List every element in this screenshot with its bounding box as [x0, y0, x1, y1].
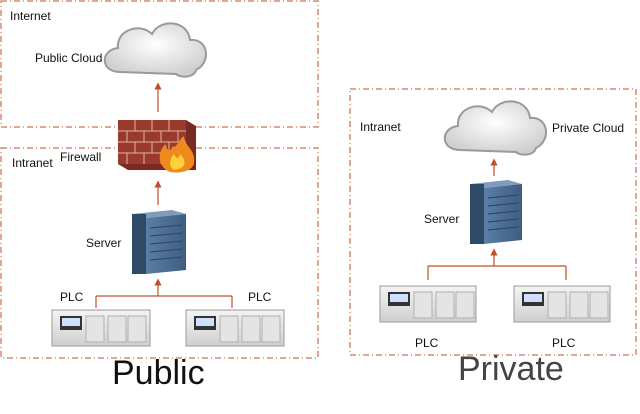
- private-plc-left-label: PLC: [415, 336, 439, 350]
- firewall-icon: [118, 120, 196, 173]
- private-cloud-icon: [443, 100, 547, 156]
- private-server-label: Server: [424, 212, 460, 226]
- private-plc-right-icon: [513, 285, 611, 323]
- private-plc-bus: [427, 248, 567, 280]
- firewall-label: Firewall: [60, 150, 102, 164]
- public-plc-left-icon: [51, 309, 151, 347]
- private-server-icon: [470, 180, 522, 244]
- public-cloud-label: Public Cloud: [35, 51, 103, 65]
- private-plc-left-icon: [379, 285, 477, 323]
- public-plc-right-icon: [185, 309, 285, 347]
- public-server-label: Server: [86, 236, 122, 250]
- internet-label: Internet: [10, 9, 51, 23]
- public-plc-bus: [95, 278, 233, 308]
- private-caption: Private: [458, 350, 564, 388]
- private-intranet-region: [349, 88, 637, 356]
- private-plc-right-label: PLC: [552, 336, 576, 350]
- public-intranet-label: Intranet: [12, 156, 53, 170]
- flame-icon: [159, 136, 195, 173]
- public-plc-left-label: PLC: [60, 290, 84, 304]
- public-server-icon: [132, 210, 186, 274]
- public-caption: Public: [112, 354, 205, 392]
- private-cloud-label: Private Cloud: [552, 121, 625, 135]
- public-plc-right-label: PLC: [248, 290, 272, 304]
- private-intranet-label: Intranet: [360, 120, 401, 134]
- public-cloud-icon: [103, 22, 207, 78]
